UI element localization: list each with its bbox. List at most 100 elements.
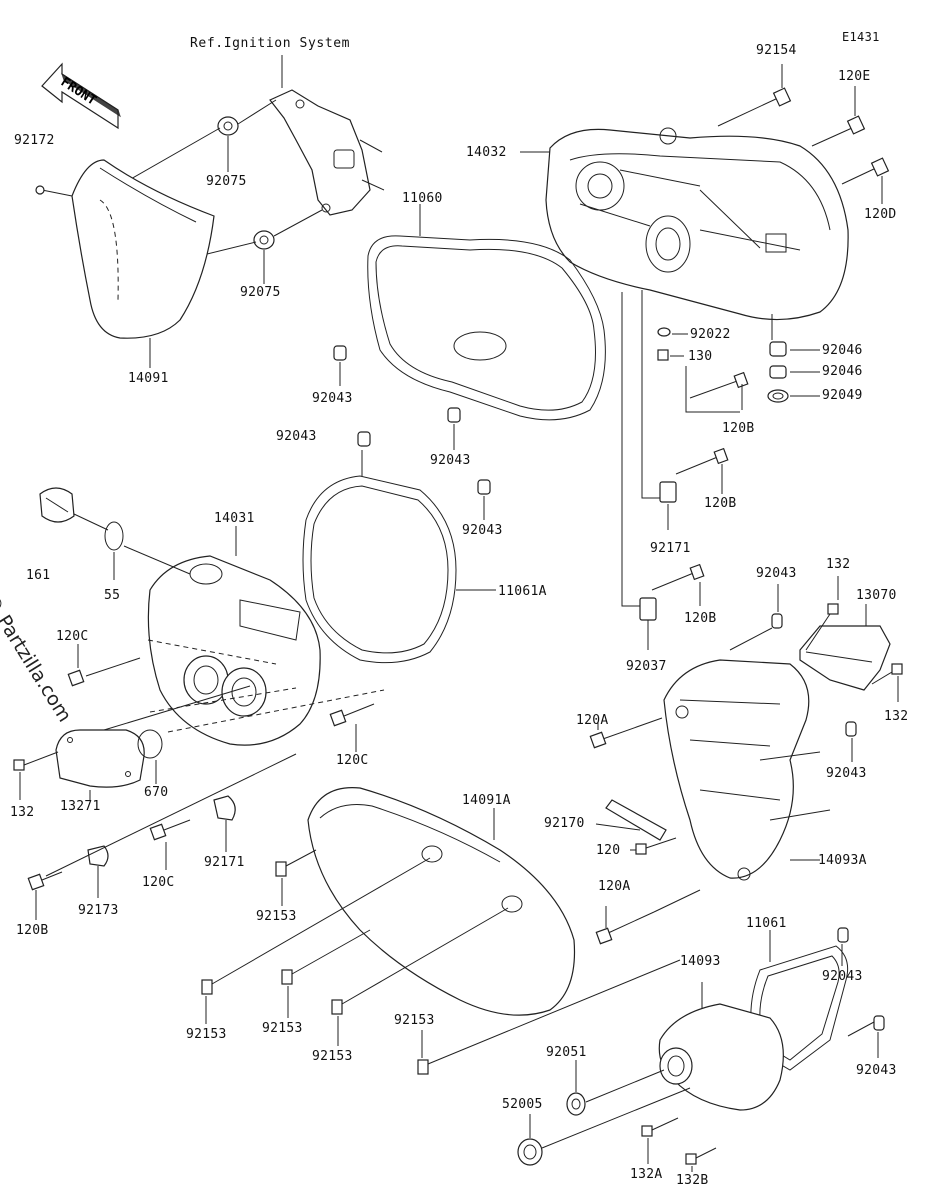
part-label: 92043 <box>276 429 317 444</box>
part-label: 92051 <box>546 1045 587 1060</box>
bolt-92153-b-icon <box>201 979 213 995</box>
bolt-92153-c-icon <box>281 969 293 985</box>
bolt-120c-a-icon <box>67 657 141 687</box>
plate-13271-drawing <box>55 729 145 788</box>
part-label: 120A <box>598 879 631 894</box>
bolt-120a-b-icon <box>595 911 655 945</box>
clutch-cover-14032-drawing <box>545 127 849 321</box>
bolt-130-icon <box>657 349 669 361</box>
part-label: 120E <box>838 69 871 84</box>
gasket-11060-drawing <box>367 235 606 421</box>
bolt-92153-e-icon <box>417 1059 429 1075</box>
bolt-120a-a-icon <box>589 717 663 749</box>
housing-14093a-drawing <box>663 659 831 881</box>
part-label: 132 <box>884 709 909 724</box>
part-label: 14031 <box>214 511 255 526</box>
part-label: 120B <box>16 923 49 938</box>
bolt-120c-c-icon <box>149 819 191 841</box>
part-label: 92172 <box>14 133 55 148</box>
oil-filler-cap-icon <box>39 487 75 523</box>
bolt-92153-d-icon <box>331 999 343 1015</box>
bolt-120e-icon <box>811 115 866 147</box>
bolt-120c-b-icon <box>329 703 375 727</box>
part-label: 670 <box>144 785 169 800</box>
part-label: 120D <box>864 207 897 222</box>
part-label: 92043 <box>462 523 503 538</box>
part-label: 92075 <box>206 174 247 189</box>
part-label: 92043 <box>430 453 471 468</box>
part-label: 13070 <box>856 588 897 603</box>
clamp-92037-icon <box>639 597 657 621</box>
dowel-pin-92043-e-icon <box>771 613 783 629</box>
part-label: 120C <box>142 875 175 890</box>
part-label: 92046 <box>822 364 863 379</box>
grommet-lower-icon <box>253 230 275 250</box>
outer-cover-14091a-drawing <box>307 787 576 1016</box>
screw-132a-icon <box>641 1117 679 1137</box>
clamp-92173-icon <box>87 845 109 867</box>
reference-note: Ref.Ignition System <box>190 36 351 51</box>
dowel-pin-92043-g-icon <box>837 927 849 943</box>
part-label: 92046 <box>822 343 863 358</box>
bolt-120b-c-icon <box>651 563 705 591</box>
part-label: 92171 <box>204 855 245 870</box>
clip-92171-icon <box>659 481 677 503</box>
part-label: 92171 <box>650 541 691 556</box>
part-label: 92153 <box>312 1049 353 1064</box>
part-label: 11061A <box>498 584 547 599</box>
part-label: 92043 <box>856 1063 897 1078</box>
part-label: 130 <box>688 349 713 364</box>
dowel-pin-92043-b-icon <box>447 407 461 423</box>
dowel-pin-92043-c-icon <box>357 431 371 447</box>
cover-14091-drawing <box>71 159 215 339</box>
part-label: 14091 <box>128 371 169 386</box>
bearing-52005-icon <box>517 1138 543 1166</box>
part-label: 92043 <box>756 566 797 581</box>
collar-92046-a-icon <box>769 341 787 357</box>
dowel-pin-92043-d-icon <box>477 479 491 495</box>
collar-92046-b-icon <box>769 365 787 379</box>
inner-cover-14031-drawing <box>147 555 321 746</box>
screw-132-a-icon <box>13 751 59 771</box>
part-label: 92173 <box>78 903 119 918</box>
part-label: 120C <box>56 629 89 644</box>
dowel-pin-92043-a-icon <box>333 345 347 361</box>
part-label: 92154 <box>756 43 797 58</box>
part-label: 92153 <box>186 1027 227 1042</box>
part-label: 132A <box>630 1167 663 1182</box>
screw-132b-icon <box>685 1147 717 1165</box>
part-label: 13271 <box>60 799 101 814</box>
grommet-upper-icon <box>217 116 239 136</box>
o-ring-icon <box>104 521 124 551</box>
part-label: 120B <box>684 611 717 626</box>
part-label: 120B <box>704 496 737 511</box>
bolt-120b-d-icon <box>27 871 63 891</box>
gasket-11061a-drawing <box>302 475 457 664</box>
diagram-code: E1431 <box>842 30 880 44</box>
gasket-11061-drawing <box>750 945 849 1071</box>
part-label: 92049 <box>822 388 863 403</box>
part-label: 52005 <box>502 1097 543 1112</box>
dowel-pin-92043-f-icon <box>845 721 857 737</box>
part-label: 161 <box>26 568 51 583</box>
part-label: 120 <box>596 843 621 858</box>
bolt-120-icon <box>635 837 677 855</box>
part-label: 92043 <box>826 766 867 781</box>
screw-132-c-icon <box>871 663 903 685</box>
cover-14093-drawing <box>658 1003 784 1111</box>
part-label: 92075 <box>240 285 281 300</box>
part-label: 132B <box>676 1173 709 1188</box>
o-ring-670-icon <box>137 729 163 759</box>
clip-92171-lower-icon <box>213 795 236 821</box>
part-label: 92037 <box>626 659 667 674</box>
bolt-120b-b-icon <box>675 447 729 475</box>
bolt-120d-icon <box>841 157 890 185</box>
part-label: 92043 <box>822 969 863 984</box>
part-label: 92153 <box>394 1013 435 1028</box>
part-label: 14091A <box>462 793 511 808</box>
part-label: 120B <box>722 421 755 436</box>
dowel-pin-92043-h-icon <box>873 1015 885 1031</box>
washer-92022-icon <box>657 327 671 337</box>
